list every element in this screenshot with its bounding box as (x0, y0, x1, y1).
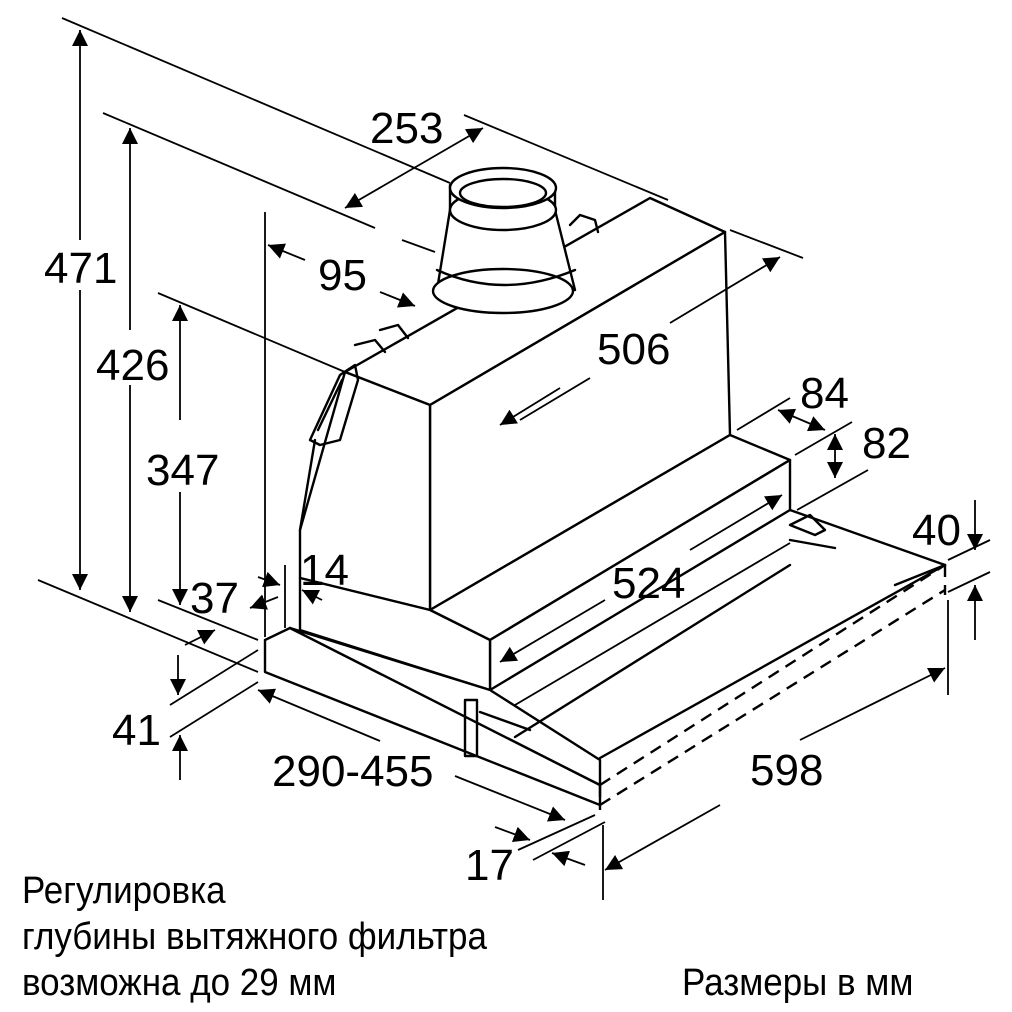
tray-dashed-outline (598, 563, 947, 810)
dim-524: 524 (612, 559, 685, 608)
dim-253-group: 253 (344, 104, 484, 209)
dim-82: 82 (862, 419, 911, 468)
dim-253: 253 (370, 104, 443, 153)
dim-598: 598 (750, 746, 823, 795)
dim-290-455-group: 290-455 (257, 688, 566, 822)
dim-84: 84 (800, 369, 849, 418)
filter-depth-note: Регулировка глубины вытяжного фильтра во… (22, 868, 487, 1006)
dim-506: 506 (597, 325, 670, 374)
units-note: Размеры в мм (682, 962, 914, 1004)
dim-426: 426 (96, 341, 169, 390)
dim-84-82-group: 84 82 (736, 369, 911, 511)
dim-17-group: 17 (465, 814, 606, 890)
dim-95: 95 (318, 251, 367, 300)
filter-note-line-2: глубины вытяжного фильтра (22, 916, 487, 958)
dim-14: 14 (300, 546, 349, 595)
dim-37: 37 (190, 574, 239, 623)
dim-598-group: 598 (602, 667, 946, 900)
dim-471: 471 (44, 244, 117, 293)
dim-14-37-group: 14 37 (184, 546, 349, 646)
dim-40-group: 40 (912, 500, 991, 695)
dim-41-group: 41 (112, 655, 189, 780)
dim-17: 17 (465, 841, 514, 890)
dim-41: 41 (112, 706, 161, 755)
height-dimensions: 471 426 347 (44, 30, 219, 612)
duct-collar (431, 166, 577, 315)
dim-524-group: 524 (499, 494, 791, 706)
mounting-clips (298, 213, 600, 532)
telescopic-tray (263, 508, 947, 807)
dim-506-group: 506 (499, 256, 781, 426)
dim-95-group: 95 (267, 243, 416, 308)
filter-note-line-3: возможна до 29 мм (22, 962, 337, 1004)
dim-290-455: 290-455 (272, 747, 433, 796)
dim-347: 347 (146, 446, 219, 495)
filter-note-line-1: Регулировка (22, 870, 226, 912)
dim-40: 40 (912, 506, 961, 555)
